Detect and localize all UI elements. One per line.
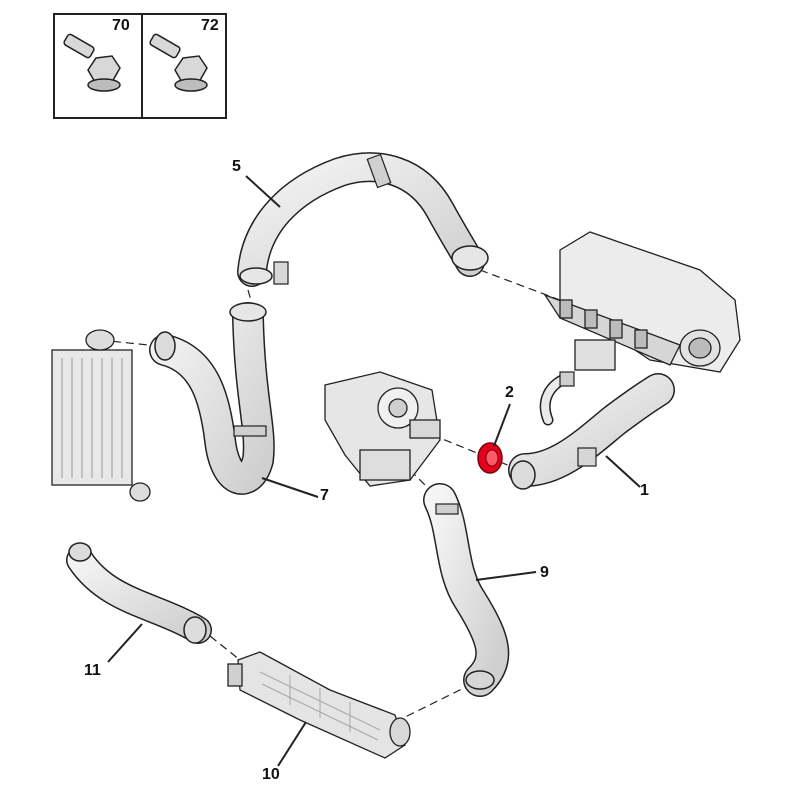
callout-7: 7 — [320, 487, 329, 504]
inset-part-number-72: 72 — [201, 17, 219, 34]
bolt-icon — [63, 33, 121, 92]
outlet-pipe-1 — [508, 371, 675, 490]
inset-divider — [141, 15, 143, 117]
callout-1: 1 — [640, 482, 649, 499]
intake-manifold — [543, 231, 741, 373]
inset-part-number-70: 70 — [112, 17, 130, 34]
hose-11 — [66, 542, 212, 644]
callout-9: 9 — [540, 564, 549, 581]
callout-5: 5 — [232, 158, 241, 175]
hose-5 — [237, 152, 489, 287]
hose-9 — [423, 483, 510, 697]
turbocharger — [324, 371, 445, 500]
callout-2: 2 — [505, 384, 514, 401]
callout-10: 10 — [262, 766, 280, 783]
bolt-icon — [149, 33, 208, 92]
duct-part-10 — [227, 651, 411, 759]
leader-lines — [107, 175, 641, 767]
hose-7 — [149, 302, 275, 495]
seal-ring-part-2 — [477, 442, 503, 474]
callout-11: 11 — [84, 662, 101, 679]
intercooler — [51, 329, 151, 502]
